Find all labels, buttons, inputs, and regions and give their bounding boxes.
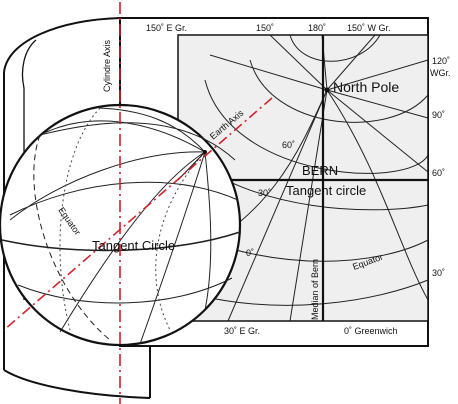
red-axes — [3, 2, 273, 404]
cylinder-axis-label: Cylindre Axis — [102, 39, 112, 92]
tangent-circle-map-label: Tangent circle — [286, 183, 366, 198]
cylinder-bottom-edge — [3, 369, 151, 399]
top-tick-150e: 150˚ E Gr. — [146, 23, 187, 33]
tangent-circle-globe-label: Tangent Circle — [92, 238, 175, 253]
interior-tick-30: 30˚ — [258, 188, 271, 198]
interior-tick-0: 0˚ — [246, 248, 254, 258]
bern-connector — [177, 151, 206, 181]
globe-back-meridian — [59, 107, 101, 331]
right-tick-30: 30˚ — [432, 268, 445, 278]
cylinder-back-top — [3, 17, 121, 73]
interior-tick-60: 60˚ — [282, 140, 295, 150]
north-pole-label: North Pole — [333, 79, 399, 95]
globe-equator-hidden — [33, 134, 111, 341]
top-tick-180: 180˚ — [308, 23, 326, 33]
top-tick-150: 150˚ — [256, 23, 274, 33]
bern-label: BERN — [302, 163, 338, 178]
right-tick-60: 60˚ — [432, 168, 445, 178]
right-tick-90: 90˚ — [432, 110, 445, 120]
bottom-tick-0-greenwich: 0˚ Greenwich — [344, 326, 398, 336]
median-of-bern-label: Median of Bern — [310, 259, 320, 320]
north-pole-dot — [324, 87, 330, 93]
cylinder-front-left-top — [21, 39, 37, 89]
earth-axis-line — [3, 97, 273, 331]
right-tick-wgr: WGr. — [430, 68, 451, 78]
right-tick-120: 120˚ — [432, 56, 450, 66]
bottom-tick-30e: 30˚ E Gr. — [224, 326, 260, 336]
top-tick-150w: 150˚ W Gr. — [347, 23, 391, 33]
